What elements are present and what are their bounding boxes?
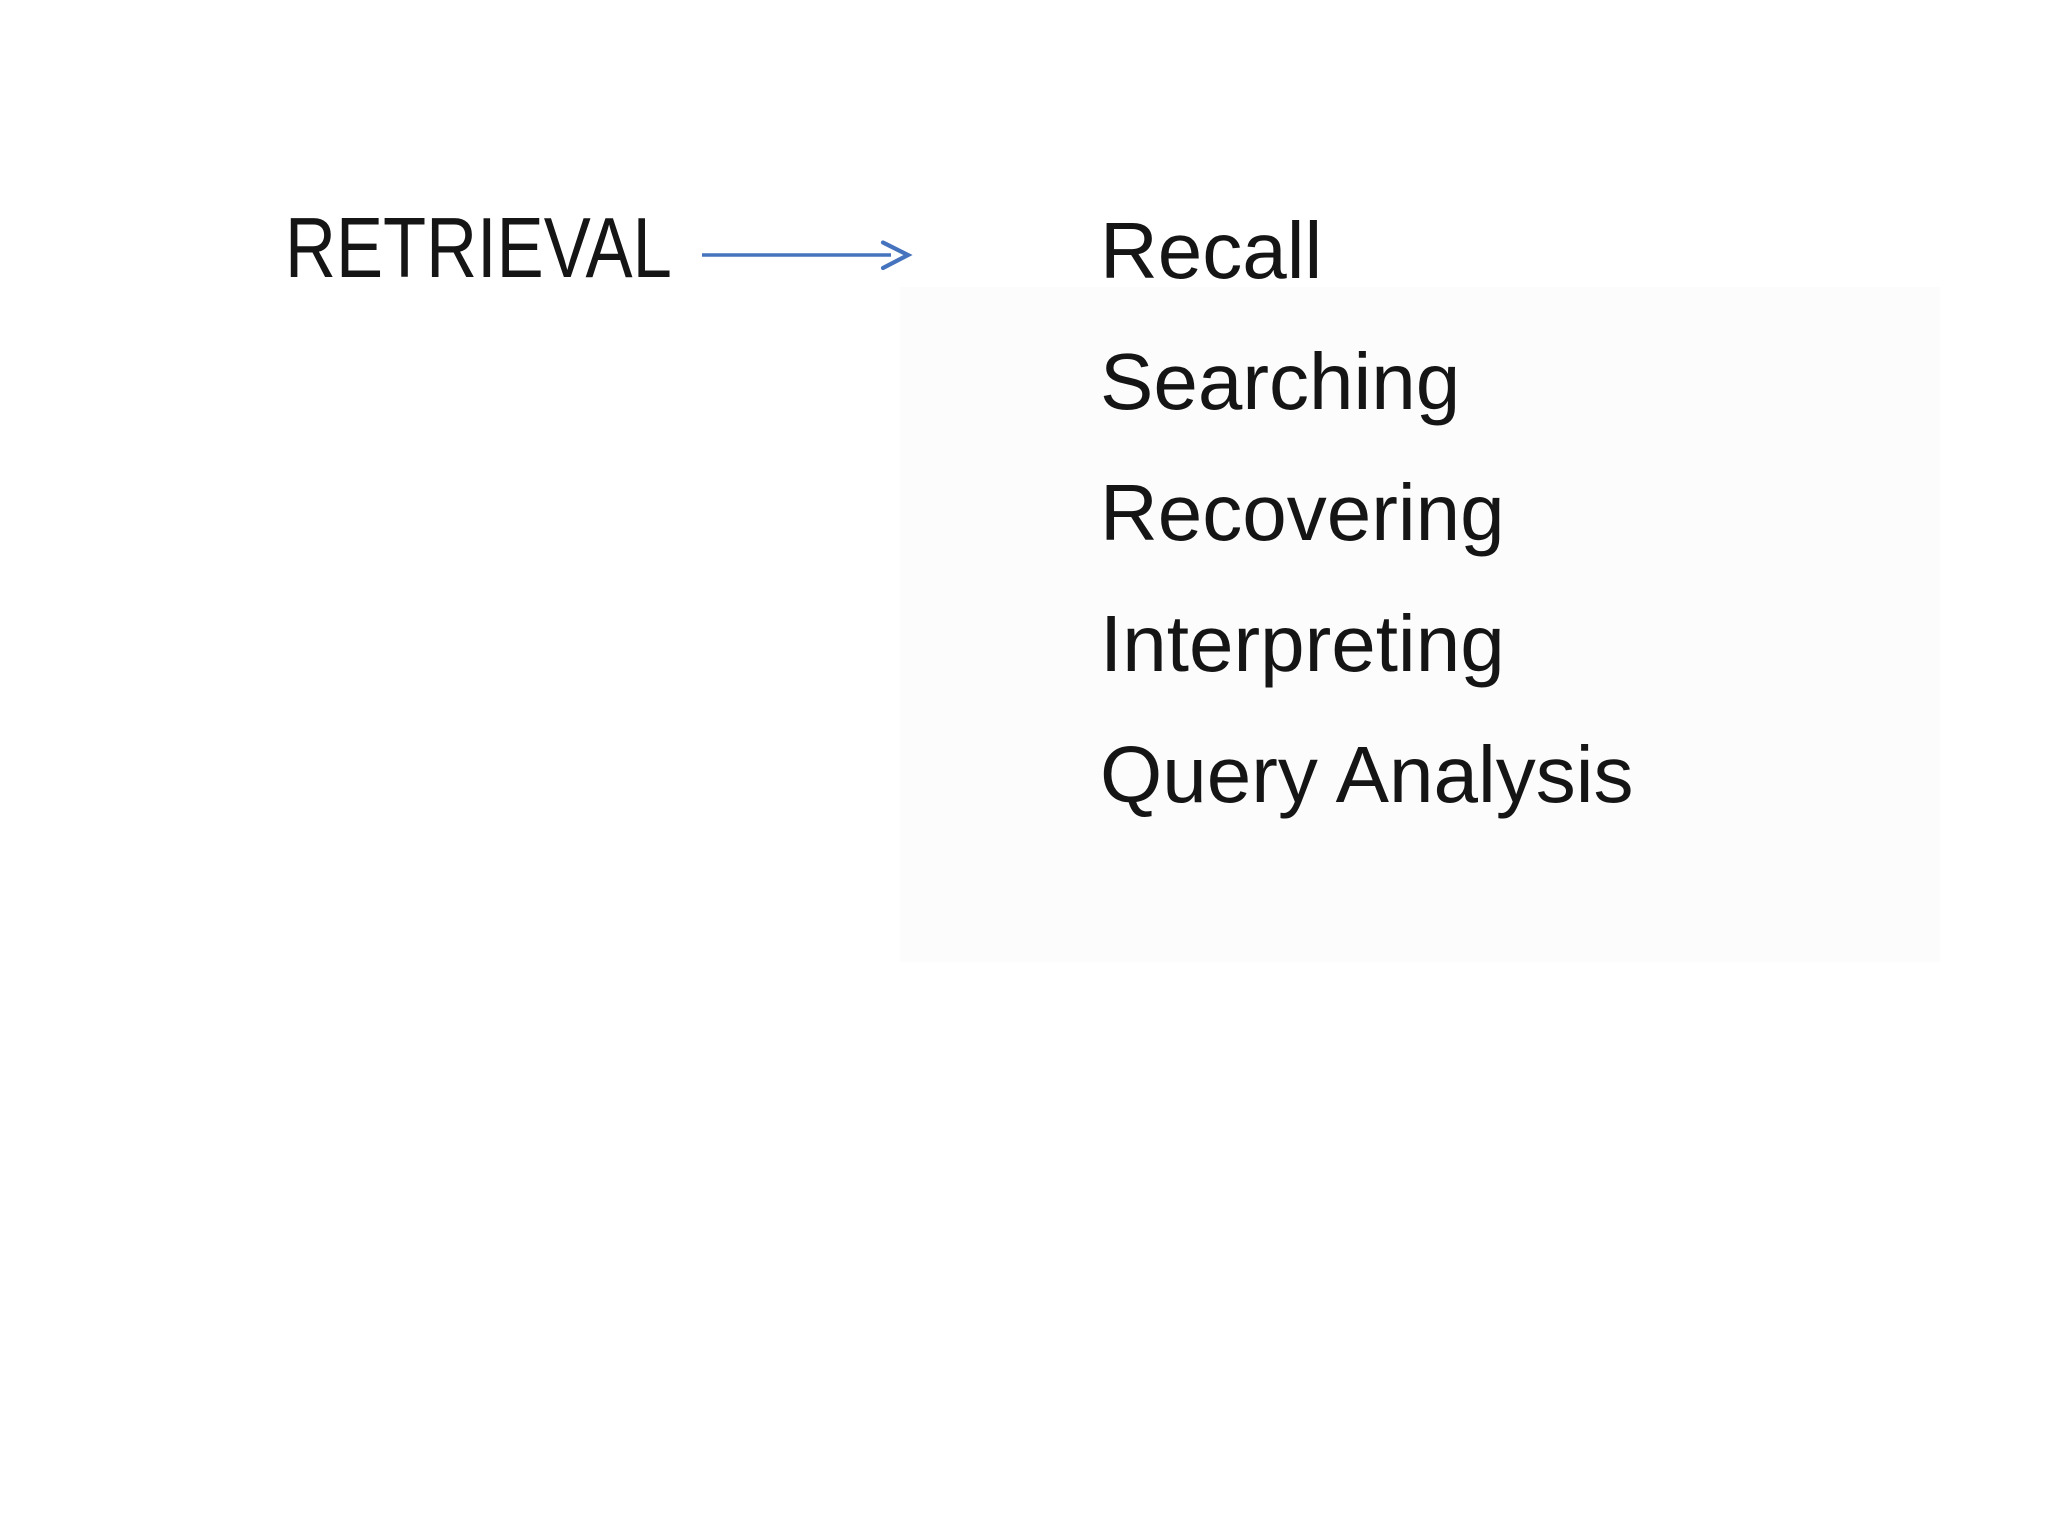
- list-item-recovering: Recovering: [1100, 468, 1505, 557]
- right-arrow-icon: [695, 235, 915, 275]
- list-item-interpreting: Interpreting: [1100, 599, 1505, 688]
- list-item-query-analysis: Query Analysis: [1100, 730, 1634, 819]
- heading-retrieval: RETRIEVAL: [285, 201, 672, 296]
- background-shading: [900, 287, 1940, 962]
- list-item-recall: Recall: [1100, 206, 1323, 295]
- term-list: Recall Searching Recovering Interpreting…: [1100, 185, 1634, 840]
- list-item-searching: Searching: [1100, 337, 1461, 426]
